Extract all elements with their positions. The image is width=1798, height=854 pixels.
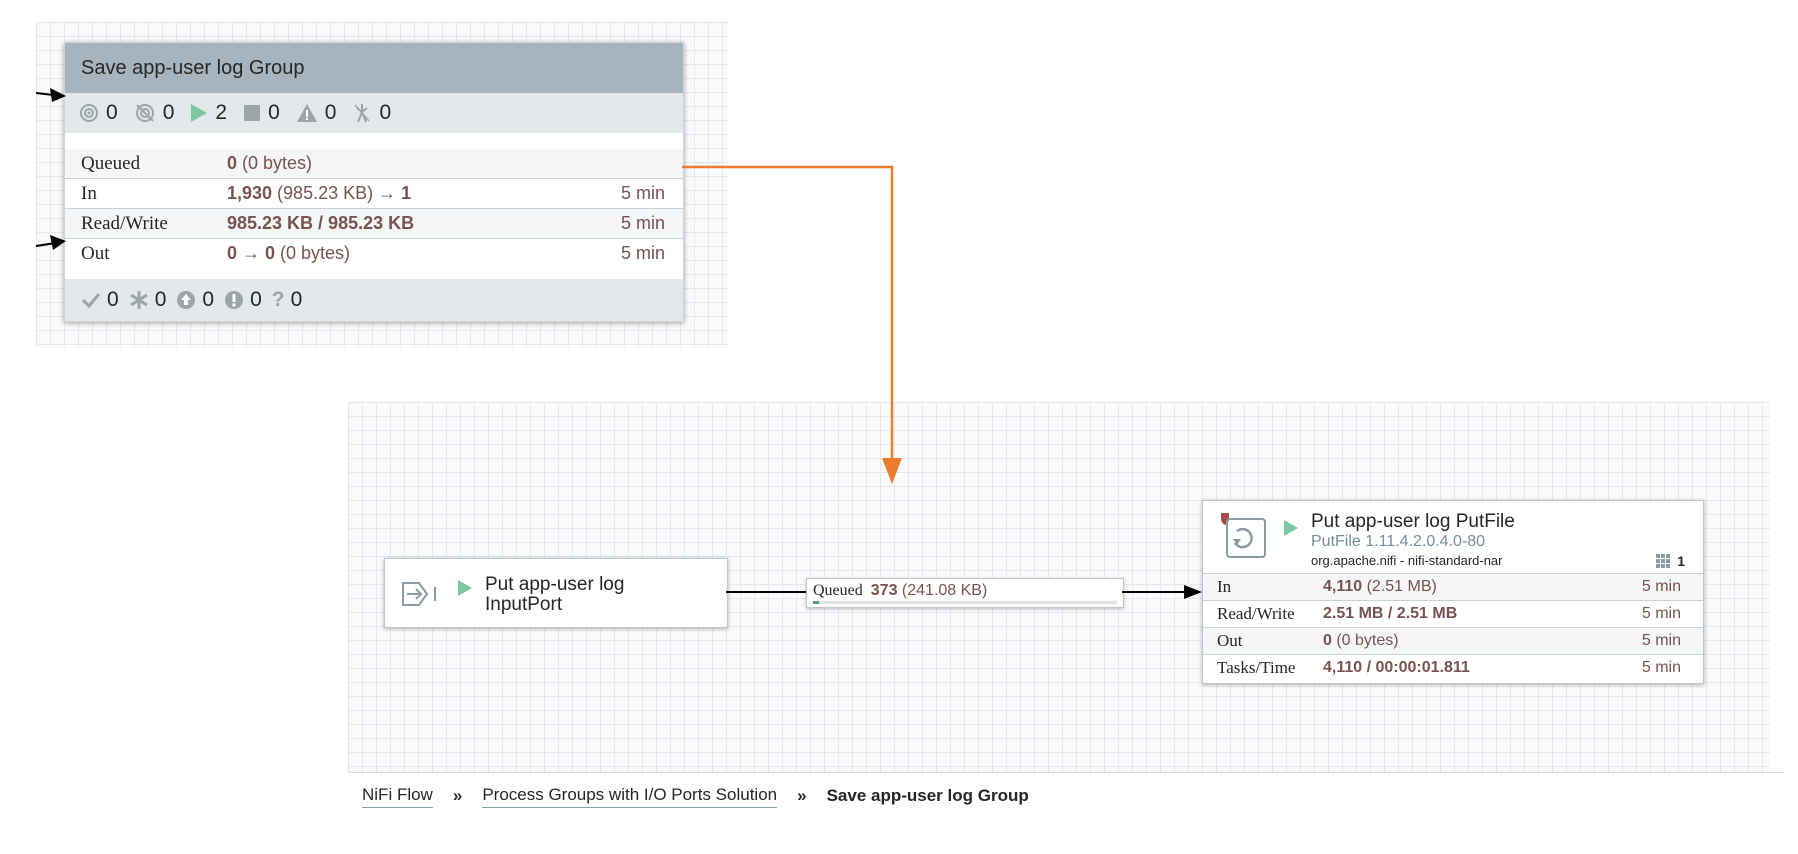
not-transmitting-count: 0: [162, 101, 175, 124]
running-play-icon: [1283, 519, 1299, 542]
proc-label-in: In: [1217, 577, 1232, 596]
breadcrumb: NiFi Flow » Process Groups with I/O Port…: [348, 772, 1784, 819]
breadcrumb-nifi-flow[interactable]: NiFi Flow: [362, 785, 433, 808]
pg-row-queued: Queued 0 (0 bytes): [65, 149, 683, 179]
proc-time-tasks: 5 min: [1641, 659, 1681, 676]
proc-value-tasks: 4,110 / 00:00:01.811: [1323, 659, 1470, 676]
processor-card[interactable]: Put app-user log PutFile PutFile 1.11.4.…: [1202, 500, 1704, 684]
proc-label-readwrite: Read/Write: [1217, 604, 1295, 623]
proc-label-tasks: Tasks/Time: [1217, 658, 1296, 677]
pg-value-queued: 0 (0 bytes): [227, 153, 313, 173]
pg-row-out: Out 0 → 0 (0 bytes) 5 min: [65, 239, 683, 268]
proc-time-readwrite: 5 min: [1641, 605, 1681, 622]
proc-row-tasks: Tasks/Time 4,110 / 00:00:01.811 5 min: [1203, 654, 1703, 681]
threads-count: 1: [1677, 553, 1685, 569]
running-play-icon: [457, 579, 473, 602]
transmitting-icon: [79, 103, 99, 123]
processor-bundle: org.apache.nifi - nifi-standard-nar: [1311, 553, 1503, 568]
proc-time-in: 5 min: [1641, 578, 1681, 595]
up-to-date-count: 0: [107, 288, 119, 311]
connection-queued-size: (241.08 KB): [901, 582, 988, 599]
threads-icon: [1655, 553, 1671, 569]
pg-value-in: 1,930 (985.23 KB) → 1: [227, 183, 412, 203]
stopped-square-icon: [243, 104, 261, 122]
running-stat: 2: [190, 101, 227, 125]
connection-label[interactable]: Queued 373 (241.08 KB): [806, 578, 1124, 608]
not-transmitting-stat: 0: [134, 101, 175, 125]
check-icon: [81, 291, 101, 309]
not-transmitting-icon: [134, 102, 156, 124]
exclamation-circle-icon: [224, 290, 244, 310]
disabled-count: 0: [379, 101, 392, 124]
stopped-stat: 0: [243, 101, 280, 125]
process-group-title[interactable]: Save app-user log Group: [65, 43, 683, 93]
pg-row-in: In 1,930 (985.23 KB) → 1 5 min: [65, 179, 683, 209]
input-port-card[interactable]: Put app-user log InputPort: [384, 558, 728, 628]
locally-modified-count: 0: [154, 288, 167, 311]
arrow-circle-up-icon: [176, 290, 196, 310]
breadcrumb-separator: »: [797, 786, 807, 805]
question-icon: ?: [271, 288, 285, 311]
sync-failure-stat: ? 0: [272, 288, 303, 312]
input-port-name: Put app-user log InputPort: [485, 574, 625, 615]
locally-modified-stat: 0: [129, 288, 167, 312]
transmitting-stat: 0: [79, 101, 118, 125]
input-port-icon: [399, 577, 443, 616]
connection-queued-label: Queued: [813, 582, 863, 599]
running-count: 2: [215, 101, 228, 124]
proc-label-out: Out: [1217, 631, 1243, 650]
pg-value-readwrite: 985.23 KB / 985.23 KB: [227, 213, 415, 233]
connection-queue-progress: [813, 601, 1117, 604]
pg-time-out: 5 min: [620, 243, 665, 263]
breadcrumb-current: Save app-user log Group: [826, 786, 1029, 805]
invalid-count: 0: [324, 101, 337, 124]
pg-time-readwrite: 5 min: [620, 213, 665, 233]
transmitting-count: 0: [106, 101, 118, 124]
process-group-card[interactable]: Save app-user log Group 0 0 2 0: [64, 42, 684, 322]
pg-value-out: 0 → 0 (0 bytes): [227, 243, 351, 263]
warning-icon: [296, 103, 318, 123]
modified-stale-count: 0: [250, 288, 262, 311]
proc-row-out: Out 0 (0 bytes) 5 min: [1203, 627, 1703, 654]
proc-row-readwrite: Read/Write 2.51 MB / 2.51 MB 5 min: [1203, 600, 1703, 627]
running-play-icon: [190, 103, 208, 123]
proc-row-in: In 4,110 (2.51 MB) 5 min: [1203, 573, 1703, 600]
pg-label-out: Out: [81, 242, 110, 264]
proc-time-out: 5 min: [1641, 632, 1681, 649]
connection-queue-fill: [813, 601, 820, 604]
disabled-stat: 0: [352, 101, 391, 125]
invalid-stat: 0: [296, 101, 337, 125]
breadcrumb-separator: »: [452, 786, 463, 805]
connection-queued-count: 373: [870, 582, 898, 599]
breadcrumb-process-groups-solution[interactable]: Process Groups with I/O Ports Solution: [482, 785, 778, 808]
disabled-icon: [352, 102, 372, 124]
processor-icon: [1213, 509, 1271, 570]
process-group-status-bar: 0 0 2 0 0: [65, 93, 683, 133]
sync-failure-count: 0: [290, 288, 303, 311]
proc-value-readwrite: 2.51 MB / 2.51 MB: [1323, 605, 1458, 622]
process-group-version-bar: 0 0 0 0 ? 0: [65, 279, 683, 321]
connection-queued: Queued 373 (241.08 KB): [813, 582, 987, 600]
up-to-date-stat: 0: [81, 288, 119, 312]
stopped-count: 0: [268, 101, 280, 124]
processor-threads: 1: [1655, 553, 1685, 569]
pg-label-queued: Queued: [81, 152, 141, 174]
pg-label-in: In: [81, 182, 97, 204]
pg-label-readwrite: Read/Write: [81, 212, 168, 234]
modified-stale-stat: 0: [224, 288, 262, 312]
proc-value-out: 0 (0 bytes): [1323, 632, 1399, 649]
pg-time-in: 5 min: [620, 183, 665, 203]
processor-type: PutFile 1.11.4.2.0.4.0-80: [1311, 533, 1486, 550]
proc-value-in: 4,110 (2.51 MB): [1323, 578, 1437, 595]
pg-row-readwrite: Read/Write 985.23 KB / 985.23 KB 5 min: [65, 209, 683, 239]
processor-name: Put app-user log PutFile: [1311, 511, 1515, 532]
stale-count: 0: [202, 288, 215, 311]
asterisk-icon: [129, 290, 149, 310]
stale-stat: 0: [176, 288, 214, 312]
